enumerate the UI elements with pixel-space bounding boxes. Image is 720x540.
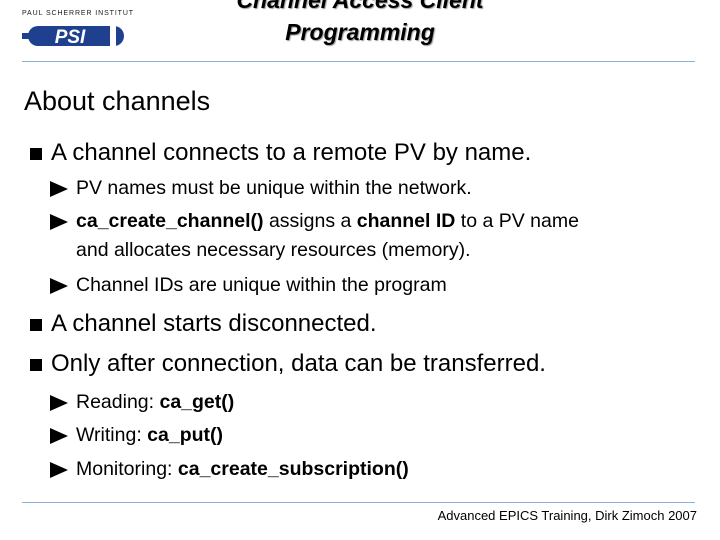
bullet-text: A channel connects to a remote PV by nam… [51, 139, 532, 166]
arrow-bullet-icon [50, 214, 68, 230]
sub-bullet-text: Monitoring: ca_create_subscription() [76, 458, 409, 480]
function-name: ca_put() [147, 424, 223, 446]
arrow-bullet-icon [50, 428, 68, 444]
function-name: ca_create_channel() [76, 210, 264, 232]
arrow-bullet-icon [50, 181, 68, 197]
psi-logo-mark: PSI [22, 26, 124, 48]
header-divider [22, 61, 695, 62]
square-bullet-icon [30, 359, 42, 371]
arrow-bullet-icon [50, 395, 68, 411]
logo-caption: PAUL SCHERRER INSTITUT [22, 10, 134, 17]
psi-logo: PAUL SCHERRER INSTITUT PSI [22, 10, 133, 50]
arrow-bullet-icon [50, 278, 68, 294]
footer-divider [22, 502, 695, 503]
arrow-bullet-icon [50, 462, 68, 478]
footer-credit: Advanced EPICS Training, Dirk Zimoch 200… [437, 508, 697, 523]
square-bullet-icon [30, 148, 42, 160]
square-bullet-icon [30, 319, 42, 331]
term-channel-id: channel ID [356, 210, 456, 232]
logo-letters: PSI [55, 27, 86, 48]
sub-bullet-text: Reading: ca_get() [76, 391, 235, 413]
slide-title-line1: Channel Access Client [236, 0, 484, 13]
sub-bullet-text: and allocates necessary resources (memor… [76, 239, 471, 261]
bullet-text: A channel starts disconnected. [51, 310, 377, 337]
sub-bullet-text: PV names must be unique within the netwo… [76, 177, 472, 199]
sub-bullet-text: Channel IDs are unique within the progra… [76, 274, 447, 296]
sub-bullet-text: Writing: ca_put() [76, 424, 223, 446]
bullet-text: Only after connection, data can be trans… [51, 350, 546, 377]
section-heading: About channels [24, 86, 211, 116]
function-name: ca_get() [159, 391, 235, 413]
slide-title-line2: Programming [285, 19, 435, 45]
sub-bullet-text: ca_create_channel() assigns a channel ID… [76, 210, 579, 232]
function-name: ca_create_subscription() [177, 458, 409, 480]
